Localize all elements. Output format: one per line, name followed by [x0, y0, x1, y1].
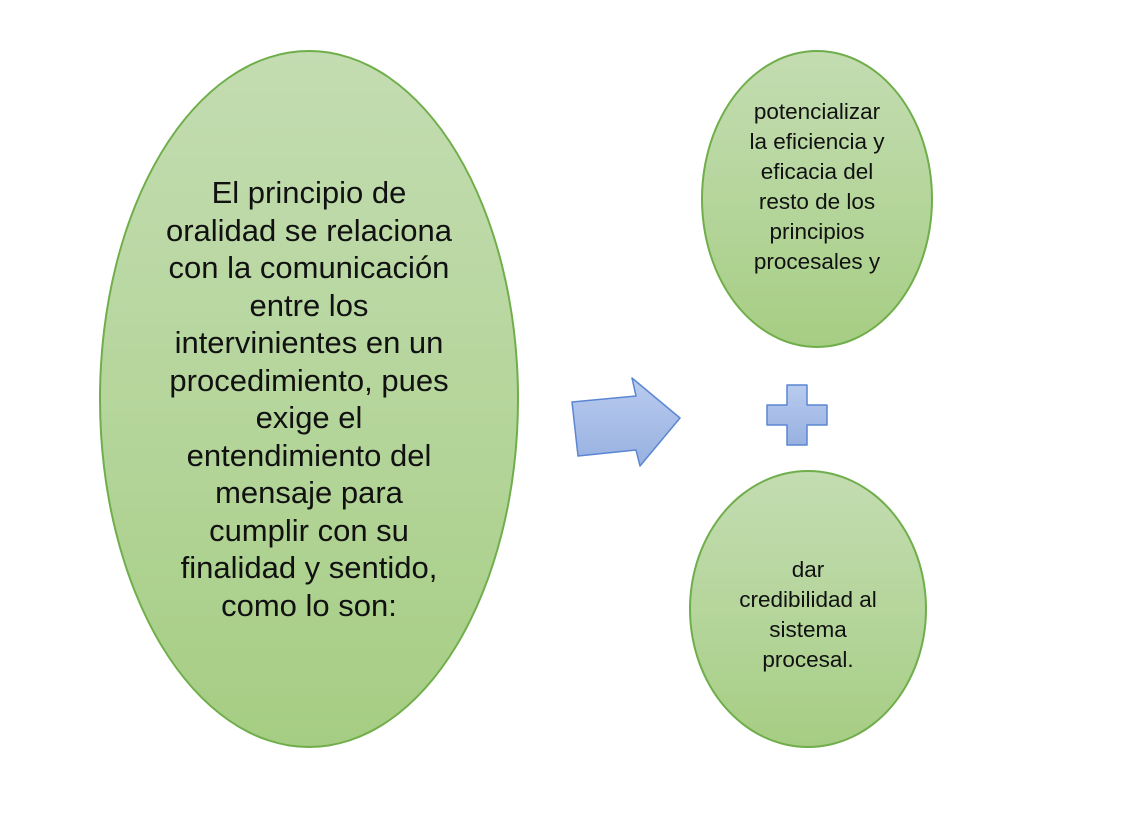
top-concept-text: potencializar la eficiencia y eficacia d… [749, 99, 885, 274]
main-concept-ellipse: El principio de oralidad se relaciona co… [99, 50, 519, 748]
main-concept-text: El principio de oralidad se relaciona co… [165, 175, 453, 623]
top-concept-ellipse: potencializar la eficiencia y eficacia d… [701, 50, 933, 348]
bottom-concept-text: dar credibilidad al sistema procesal. [739, 557, 877, 672]
bottom-concept-ellipse: dar credibilidad al sistema procesal. [689, 470, 927, 748]
arrow-right-icon [571, 377, 681, 467]
plus-icon [766, 384, 828, 446]
